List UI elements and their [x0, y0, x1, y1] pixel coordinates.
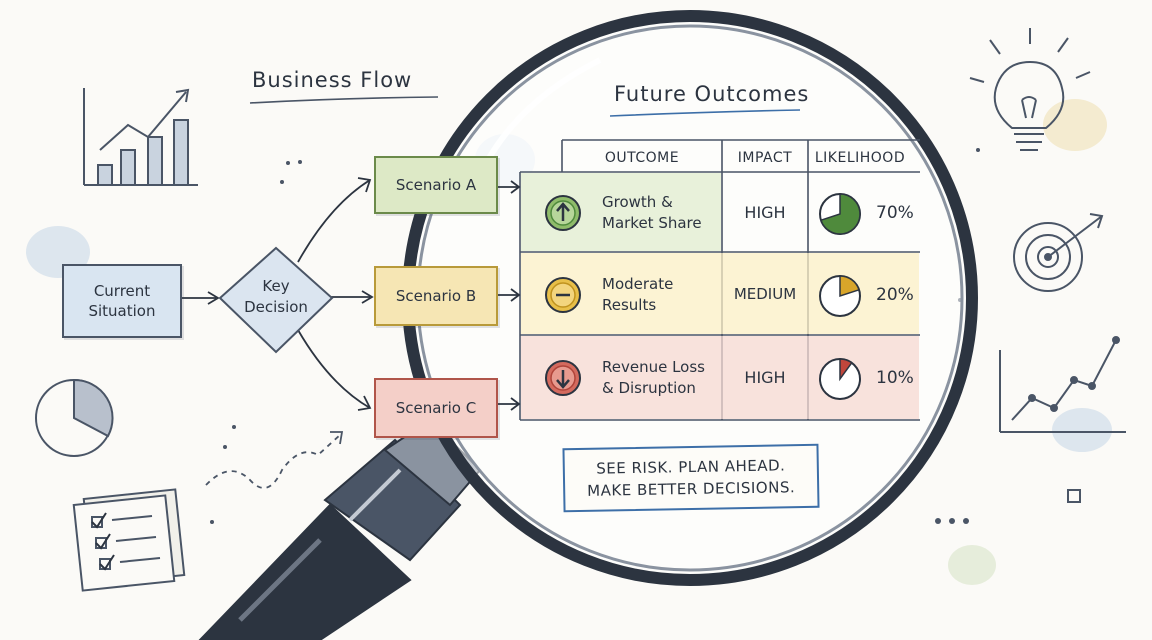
header-impact: Impact — [737, 150, 793, 166]
target-doodle — [1013, 213, 1104, 292]
outcome-2-label: Moderate Results — [602, 275, 674, 314]
likelihood-1: 70% — [876, 203, 914, 223]
likelihood-slice — [839, 358, 853, 382]
decision-diamond — [218, 246, 334, 354]
scenario-b-label: Scenario B — [395, 287, 477, 305]
scenario-c-label: Scenario C — [395, 399, 477, 417]
minus-icon — [545, 277, 581, 313]
flow-title: Business Flow — [252, 68, 413, 92]
likelihood-slice — [839, 275, 860, 298]
likelihood-pie-3 — [819, 358, 861, 400]
pie-chart-doodle — [35, 378, 114, 457]
outcomes-title: Future Outcomes — [614, 82, 810, 106]
likelihood-3: 10% — [876, 368, 914, 388]
current-situation-box: Current Situation — [62, 264, 182, 338]
outcome-1-label: Growth & Market Share — [602, 193, 702, 232]
likelihood-2: 20% — [876, 285, 914, 305]
scenario-a-label: Scenario A — [395, 176, 477, 194]
arrow-down-icon — [545, 360, 581, 396]
outcome-3-label: Revenue Loss & Disruption — [602, 358, 705, 397]
scenario-c-box: Scenario C — [374, 378, 498, 438]
header-likelihood: Likelihood — [814, 150, 906, 166]
likelihood-pie-2 — [819, 275, 861, 317]
flow-arrows — [182, 177, 521, 411]
impact-1: HIGH — [744, 202, 786, 222]
scenario-a-box: Scenario A — [374, 156, 498, 214]
scenario-b-box: Scenario B — [374, 266, 498, 326]
arrow-up-icon — [545, 195, 581, 231]
line-chart-doodle — [999, 336, 1126, 433]
likelihood-pie-1 — [819, 193, 861, 235]
current-situation-label: Current Situation — [88, 282, 156, 320]
banner-line-2: Make Better Decisions. — [587, 478, 796, 500]
bar-chart-doodle — [83, 88, 198, 186]
decision-label: Key Decision — [244, 277, 308, 316]
lightbulb-doodle — [969, 28, 1091, 151]
magnifier-handle — [198, 418, 482, 640]
checklist-doodle — [72, 488, 186, 592]
takeaway-banner: See Risk. Plan Ahead. Make Better Decisi… — [562, 443, 820, 513]
likelihood-slice — [820, 193, 861, 235]
header-outcome: Outcome — [604, 150, 680, 166]
impact-2: MEDIUM — [733, 284, 797, 303]
impact-3: HIGH — [744, 368, 786, 387]
